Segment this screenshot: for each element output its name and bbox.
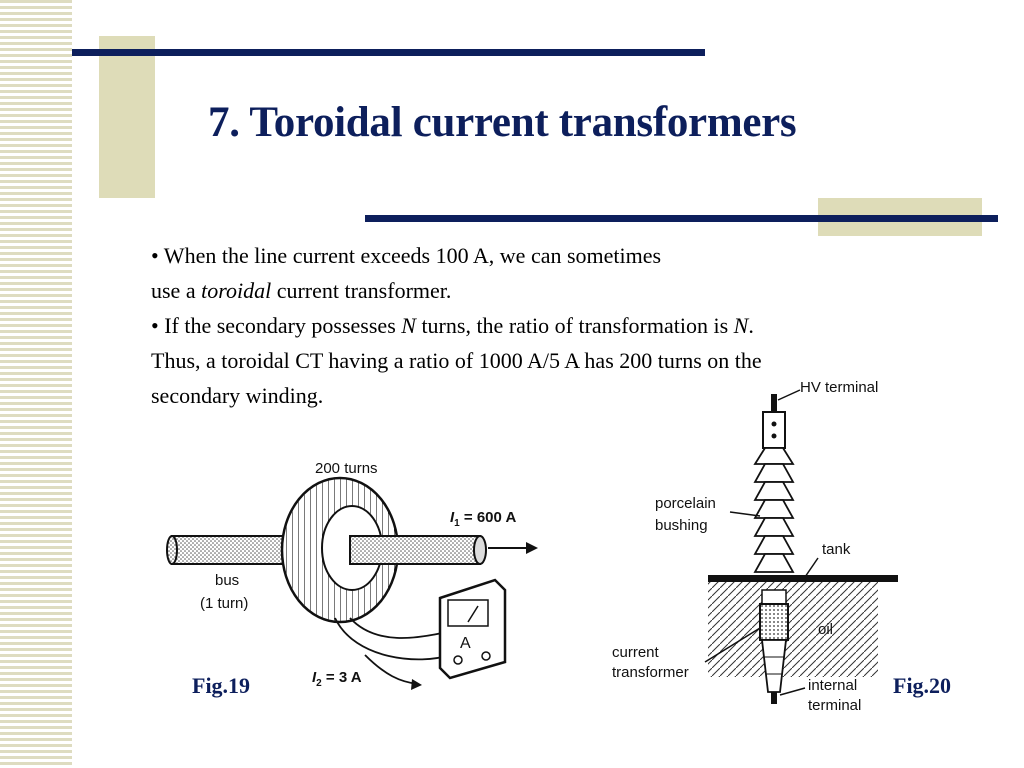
hv-terminal-label: HV terminal	[800, 379, 878, 396]
oil-label: oil	[818, 621, 833, 638]
porcelain-bushing	[753, 447, 795, 573]
bus-end	[166, 535, 178, 565]
bullet-2-line-2: Thus, a toroidal CT having a ratio of 10…	[151, 348, 762, 373]
porcelain-label: porcelain	[655, 495, 716, 512]
oil-region	[708, 582, 878, 677]
terminal-label: terminal	[808, 697, 861, 714]
bus-label: bus	[215, 572, 239, 589]
ct-label-2: transformer	[612, 664, 689, 681]
striped-border	[0, 0, 72, 768]
one-turn-label: (1 turn)	[200, 595, 248, 612]
ammeter-letter: A	[460, 635, 471, 652]
bus-bar-tip	[473, 535, 487, 565]
bushing-label: bushing	[655, 517, 708, 534]
turns-label: 200 turns	[315, 460, 378, 477]
terminal-cap	[762, 411, 786, 449]
bus-bar-right	[349, 535, 481, 565]
tank-label: tank	[822, 541, 851, 558]
bullet-1-line-1: • When the line current exceeds 100 A, w…	[151, 243, 662, 268]
fig20-caption: Fig.20	[893, 673, 952, 698]
internal-label: internal	[808, 677, 857, 694]
i2-label: I2 = 3 A	[312, 669, 362, 689]
figure-20-bushing-ct: HV terminal porcelain bushing tank oil c…	[612, 379, 898, 714]
bullet-2-line-3: secondary winding.	[151, 383, 324, 408]
figure-19-toroidal-ct: 200 turns I1 = 600 A bus (1 turn) A I2 =…	[166, 460, 538, 690]
slide-title: 7. Toroidal current transformers	[208, 99, 797, 146]
i1-label: I1 = 600 A	[450, 509, 516, 529]
ammeter	[438, 578, 507, 680]
bottom-rule	[365, 215, 998, 222]
tank-cover	[708, 575, 898, 582]
bullet-1-line-2: use a toroidal current transformer.	[151, 278, 452, 303]
ct-label-1: current	[612, 644, 660, 661]
bullet-2-line-1: • If the secondary possesses N turns, th…	[151, 313, 754, 338]
fig19-caption: Fig.19	[192, 673, 251, 698]
top-rule	[72, 49, 705, 56]
current-transformer	[759, 603, 789, 641]
tan-block-top	[99, 36, 155, 198]
slide-body: • When the line current exceeds 100 A, w…	[151, 238, 971, 413]
